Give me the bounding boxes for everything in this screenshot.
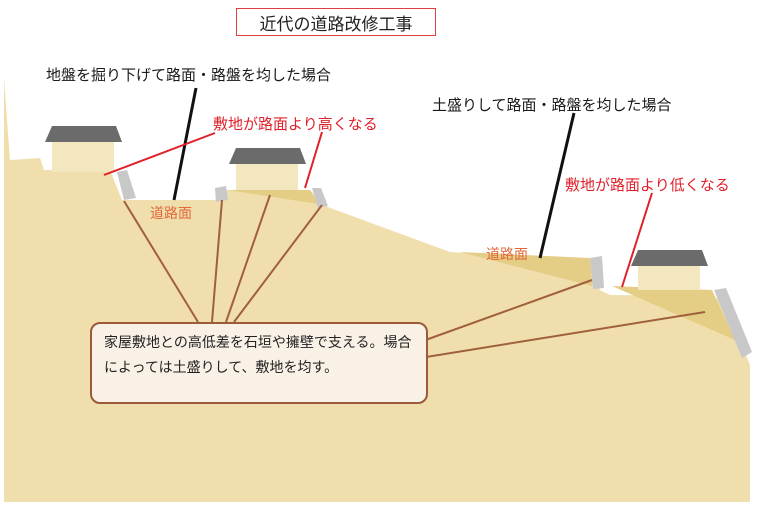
house-1 xyxy=(45,126,122,172)
page-title: 近代の道路改修工事 xyxy=(236,8,436,36)
label-site-lower: 敷地が路面より低くなる xyxy=(565,176,730,194)
fill-soil-right xyxy=(612,286,735,340)
note-box: 家屋敷地との高低差を石垣や擁壁で支える。場合によっては土盛りして、敷地を均す。 xyxy=(90,322,428,404)
wall-leader-2 xyxy=(211,199,223,323)
wall-leader-5 xyxy=(419,279,593,343)
retaining-wall-1 xyxy=(117,170,136,200)
wall-leader-1 xyxy=(123,200,199,323)
label-excavated: 地盤を掘り下げて路面・路盤を均した場合 xyxy=(46,66,332,84)
wall-leader-4 xyxy=(233,204,323,323)
fill-soil-road xyxy=(460,252,592,286)
retaining-wall-3 xyxy=(312,188,328,208)
label-road-surface-right: 道路面 xyxy=(486,247,528,263)
retaining-wall-4 xyxy=(590,256,604,289)
fill-soil-left xyxy=(228,190,318,204)
note-text: 家屋敷地との高低差を石垣や擁壁で支える。場合によっては土盛りして、敷地を均す。 xyxy=(104,335,412,376)
label-embanked: 土盛りして路面・路盤を均した場合 xyxy=(432,96,672,114)
wall-leader-3 xyxy=(225,194,271,323)
house-3 xyxy=(631,250,708,290)
red-line-1 xyxy=(103,132,216,176)
label-road-surface-left: 道路面 xyxy=(150,206,192,222)
red-line-3 xyxy=(621,192,653,288)
retaining-wall-5 xyxy=(714,288,752,358)
retaining-wall-2 xyxy=(215,186,228,202)
red-line-2 xyxy=(304,131,323,189)
wall-leaders xyxy=(123,194,706,359)
title-text: 近代の道路改修工事 xyxy=(259,14,413,35)
label-site-higher: 敷地が路面より高くなる xyxy=(213,115,378,133)
leader-black-2 xyxy=(538,112,576,259)
house-2 xyxy=(229,148,306,190)
wall-leader-6 xyxy=(419,311,706,359)
